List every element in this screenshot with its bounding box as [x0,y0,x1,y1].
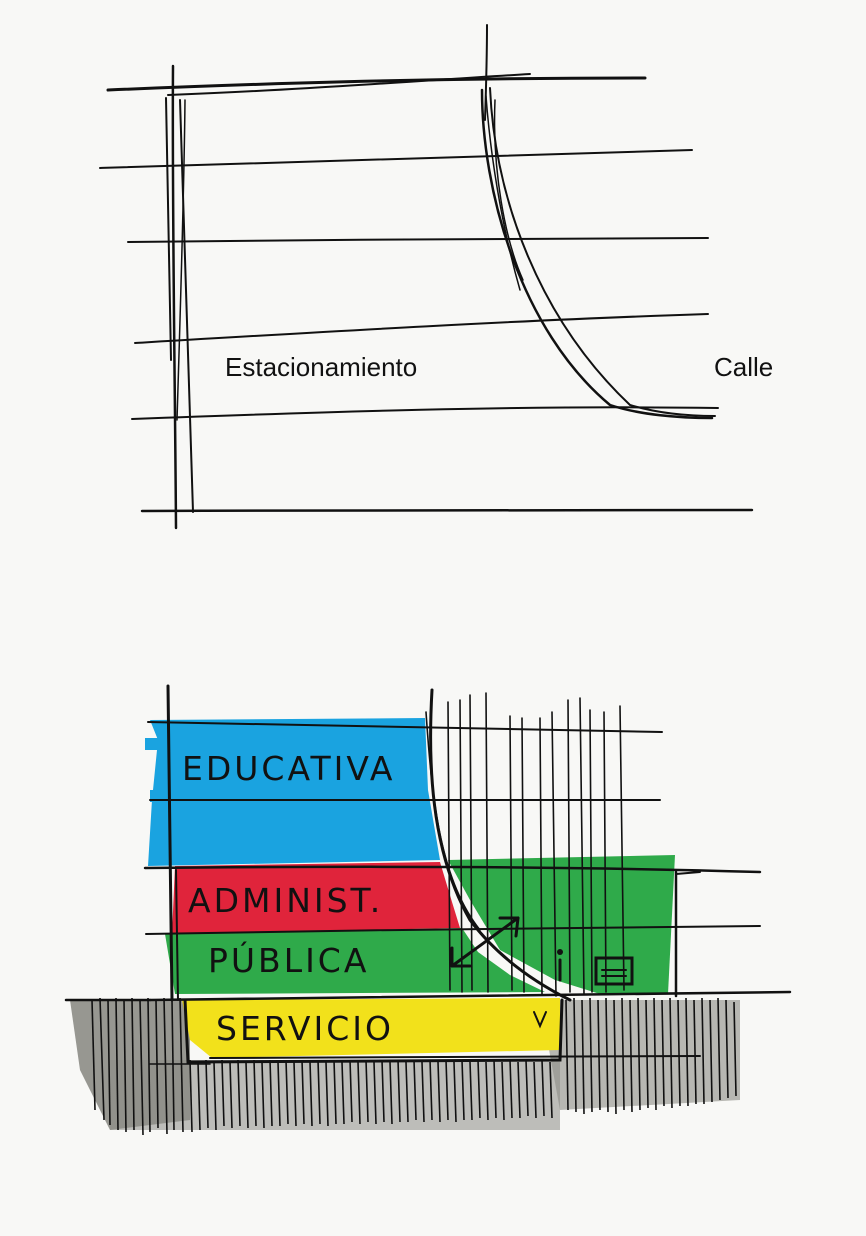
ground-hatching [70,997,740,1136]
bottom-ink-lines [64,684,792,1065]
zone-educativa [145,718,440,866]
zone-label-educativa: EDUCATIVA [182,749,395,788]
zone-label-publica: PÚBLICA [208,940,369,980]
street-label: Calle [714,352,774,382]
zone-label-servicio: SERVICIO [216,1009,394,1048]
zone-label-administ: ADMINIST. [188,881,383,920]
bottom-program-sketch: EDUCATIVA ADMINIST. PÚBLICA SERVICIO [64,684,792,1136]
zone-administ [172,862,460,934]
zone-servicio [182,998,560,1058]
parking-label: Estacionamiento [225,352,418,382]
top-section-sketch [99,24,754,530]
